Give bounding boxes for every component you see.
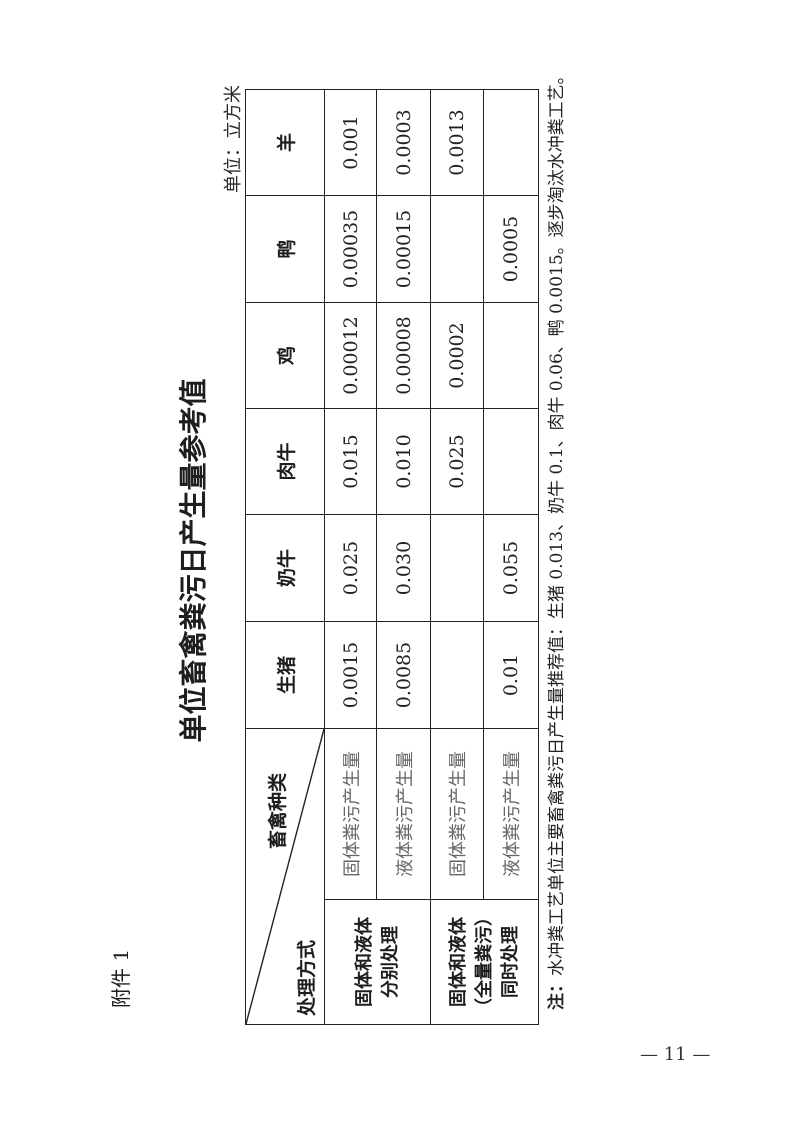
table-row: 固体和液体 （全量粪污） 同时处理 固体粪污产生量 0.025 0.0002 0… (430, 89, 539, 1025)
treatment-method-header: 处理方式 (296, 939, 318, 1016)
row-label: 固体粪污产生量 (430, 728, 484, 900)
table-cell: 0.025 (430, 408, 484, 515)
corner-header-cell: 畜禽种类 处理方式 (245, 728, 325, 1025)
table-cell: 0.0005 (483, 195, 539, 303)
footnote: 注：水冲粪工艺单位主要畜禽粪污日产生量推荐值：生猪 0.013、奶牛 0.1、肉… (542, 67, 567, 1010)
row-label: 固体粪污产生量 (324, 728, 377, 900)
attachment-label: 附件 1 (109, 948, 133, 1008)
table-cell: 0.010 (376, 408, 431, 515)
group-label-line: 同时处理 (499, 926, 521, 998)
group-label-separate-treatment: 固体和液体 分别处理 (324, 899, 431, 1025)
table-cell: 0.0013 (430, 89, 484, 196)
table-cell (483, 408, 539, 515)
table-cell: 0.0015 (324, 621, 377, 729)
page-number: — 11 — (640, 1044, 711, 1065)
column-header-beef-cattle: 肉牛 (245, 408, 325, 515)
table-row: 液体粪污产生量 0.01 0.055 0.0005 (483, 89, 539, 1025)
table-row: 固体和液体 分别处理 固体粪污产生量 0.0015 0.025 0.015 0.… (324, 89, 431, 1025)
table-cell: 0.00015 (376, 195, 431, 303)
row-label: 液体粪污产生量 (376, 728, 431, 900)
column-header-dairy-cow: 奶牛 (245, 514, 325, 622)
table-cell (430, 621, 484, 729)
table-cell: 0.00008 (376, 302, 431, 409)
column-header-sheep: 羊 (245, 89, 325, 196)
table-cell: 0.00012 (324, 302, 377, 409)
diagonal-divider-icon (246, 729, 324, 1024)
column-header-pig: 生猪 (245, 621, 325, 729)
row-label: 液体粪污产生量 (483, 728, 539, 900)
column-header-duck: 鸭 (245, 195, 325, 303)
reference-table: 畜禽种类 处理方式 生猪 奶牛 肉牛 鸡 鸭 羊 固体和液体 分别处理 固体粪污… (245, 89, 539, 1025)
table-cell: 0.0002 (430, 302, 484, 409)
table-row: 液体粪污产生量 0.0085 0.030 0.010 0.00008 0.000… (376, 89, 431, 1025)
table-cell: 0.01 (483, 621, 539, 729)
table-cell: 0.030 (376, 514, 431, 622)
table-cell (483, 89, 539, 196)
table-cell: 0.015 (324, 408, 377, 515)
table-cell: 0.0085 (376, 621, 431, 729)
page-title: 单位畜禽粪污日产生量参考值 (177, 378, 210, 743)
header-row: 畜禽种类 处理方式 生猪 奶牛 肉牛 鸡 鸭 羊 (245, 89, 325, 1025)
livestock-type-header: 畜禽种类 (267, 772, 289, 849)
footnote-text: 水冲粪工艺单位主要畜禽粪污日产生量推荐值：生猪 0.013、奶牛 0.1、肉牛 … (547, 67, 567, 976)
table-cell (483, 302, 539, 409)
group-label-combined-treatment: 固体和液体 （全量粪污） 同时处理 (430, 899, 539, 1025)
group-label-line: 分别处理 (379, 926, 401, 998)
table-cell: 0.055 (483, 514, 539, 622)
unit-label: 单位：立方米 (223, 85, 244, 193)
group-label-line: 固体和液体 (447, 917, 469, 1007)
footnote-prefix: 注： (547, 976, 567, 1010)
group-label-line: 固体和液体 (353, 917, 375, 1007)
table-cell: 0.0003 (376, 89, 431, 196)
table-cell: 0.00035 (324, 195, 377, 303)
table-cell (430, 514, 484, 622)
column-header-chicken: 鸡 (245, 302, 325, 409)
table-cell (430, 195, 484, 303)
table-cell: 0.025 (324, 514, 377, 622)
table-cell: 0.001 (324, 89, 377, 196)
group-label-line: （全量粪污） (473, 908, 495, 1016)
